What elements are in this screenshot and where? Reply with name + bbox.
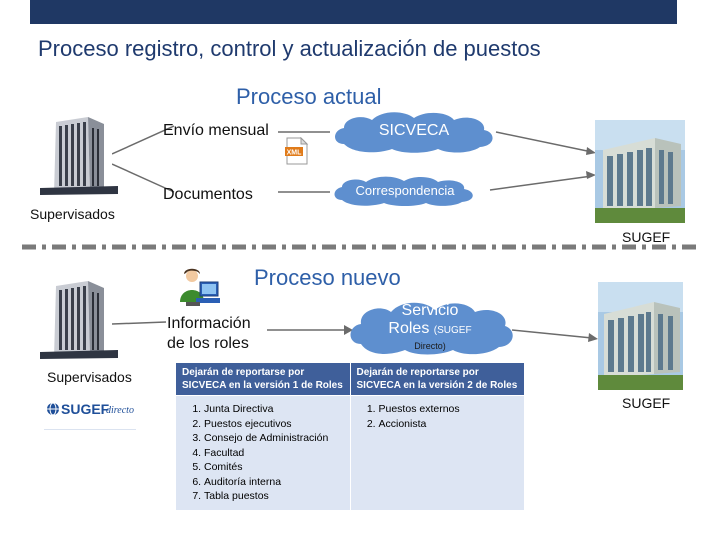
list-item: Accionista [379,417,519,432]
col1-header: Dejarán de reportarse por SICVECA en la … [175,362,351,396]
list-item: Facultad [204,446,344,461]
documentos-label: Documentos [163,186,253,203]
slide-title: Proceso registro, control y actualizació… [38,36,541,61]
arrow-to-sugef [512,329,598,342]
connector-line-new [112,321,167,325]
sugef-label-top: SUGEF [622,229,671,245]
logo-text: SUGEF [61,401,110,417]
list-item: Tabla puestos [204,489,344,504]
col2-header: Dejarán de reportarse por SICVECA en la … [349,362,525,396]
sugef-label-bottom: SUGEF [622,395,671,411]
service-cloud-line2-wrap: Roles (SUGEF [345,320,515,340]
table-body-row: Junta DirectivaPuestos ejecutivosConsejo… [175,395,525,511]
list-item: Comités [204,460,344,475]
list-item: Junta Directiva [204,402,344,417]
supervisados-label-bottom: Supervisados [47,369,132,385]
building-icon [40,281,118,359]
envio-mensual-label: Envío mensual [163,122,269,139]
cloud-shape [350,302,513,355]
service-cloud-line1: Servicio [401,302,459,319]
logo-globe-icon [47,402,59,416]
top-banner [30,0,677,24]
col1-list: Junta DirectivaPuestos ejecutivosConsejo… [182,402,344,504]
col1-cell: Junta DirectivaPuestos ejecutivosConsejo… [175,395,351,511]
list-item: Consejo de Administración [204,431,344,446]
cloud-shape [335,112,493,153]
arrow-to-service [267,325,353,335]
service-cloud-suffix: (SUGEF [433,325,472,336]
list-item: Puestos externos [379,402,519,417]
supervisados-label-top: Supervisados [30,206,115,222]
new-process-heading: Proceso nuevo [254,265,401,290]
section-divider [22,244,698,250]
table-header-row: Dejarán de reportarse por SICVECA en la … [175,362,525,396]
list-item: Auditoría interna [204,475,344,490]
correspondencia-cloud: Correspondencia [330,175,480,207]
informacion-roles-label: Información de los roles [167,315,251,352]
list-item: Puestos ejecutivos [204,417,344,432]
col2-list: Puestos externosAccionista [357,402,519,431]
xml-file-icon: XML [285,137,309,165]
government-building-photo [598,282,683,390]
sicveca-cloud: SICVECA [330,110,498,154]
svg-text:XML: XML [287,150,303,157]
roles-table: Dejarán de reportarse por SICVECA en la … [175,362,525,511]
government-building-photo [595,120,685,223]
cloud-shape [334,176,473,206]
service-cloud-line3: Directo) [414,341,446,351]
correspondencia-cloud-label: Correspondencia [355,183,455,198]
sicveca-cloud-label: SICVECA [378,122,450,139]
service-cloud-line2: Roles [388,320,430,337]
sugef-directo-logo: SUGEF directo [44,395,136,430]
connector-lines [112,125,175,193]
col2-cell: Puestos externosAccionista [349,395,525,511]
servicio-roles-cloud: Servicio Roles (SUGEF Directo) [345,298,515,358]
user-computer-icon [180,268,220,306]
current-process-heading: Proceso actual [236,84,382,109]
logo-script: directo [106,405,134,416]
arrows-current [278,131,596,193]
building-icon [40,117,118,195]
